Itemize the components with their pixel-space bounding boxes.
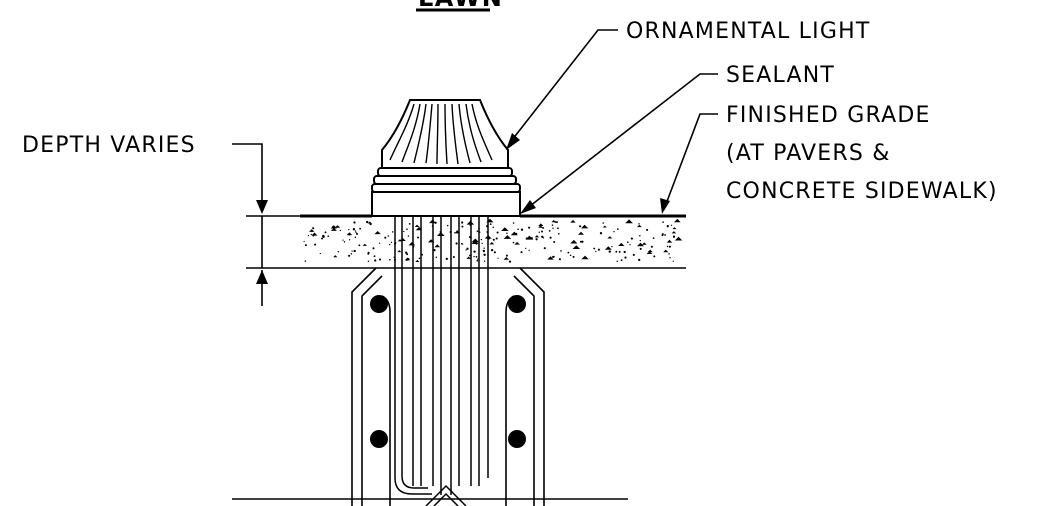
callout-sealant: SEALANT	[520, 63, 835, 214]
concrete-slab	[246, 214, 686, 269]
callout-finished-grade: FINISHED GRADE (AT PAVERS & CONCRETE SID…	[660, 103, 998, 214]
label-depth-varies: DEPTH VARIES	[22, 133, 196, 158]
pier-foundation	[232, 267, 628, 506]
callout-ornamental-light: ORNAMENTAL LIGHT	[506, 19, 870, 150]
label-finished-grade-3: CONCRETE SIDEWALK)	[726, 179, 998, 204]
label-sealant: SEALANT	[726, 63, 835, 88]
anchor-conduits	[394, 216, 489, 506]
label-finished-grade-1: FINISHED GRADE	[726, 103, 931, 128]
depth-dimension: DEPTH VARIES	[22, 133, 300, 306]
label-finished-grade-2: (AT PAVERS &	[726, 141, 891, 166]
ornamental-light-base	[371, 99, 521, 217]
label-ornamental-light: ORNAMENTAL LIGHT	[626, 19, 870, 44]
